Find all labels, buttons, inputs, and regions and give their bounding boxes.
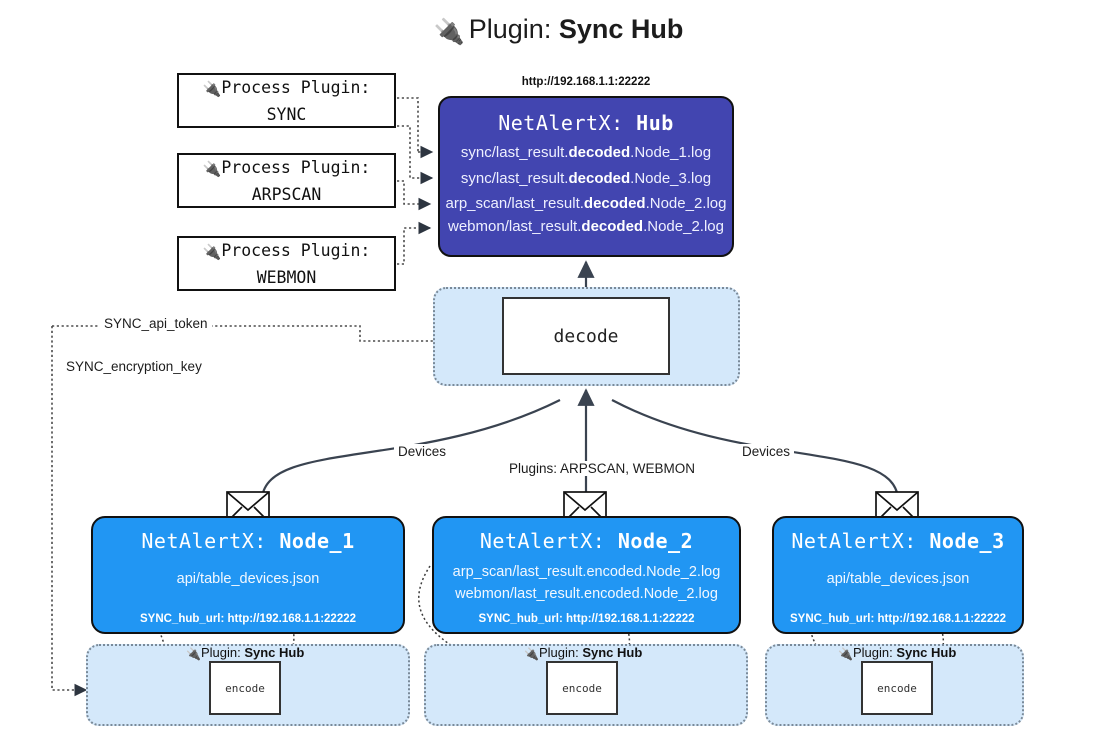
log-post: .Node_3.log (630, 170, 712, 187)
electric-plug-icon: 🔌 (838, 647, 853, 661)
label-plugins-center: Plugins: ARPSCAN, WEBMON (505, 461, 700, 476)
node-1[interactable]: NetAlertX: Node_1 api/table_devices.json… (91, 516, 405, 634)
process-plugin-name: SYNC (266, 104, 307, 124)
log-mid: decoded (581, 218, 644, 235)
electric-plug-icon: 🔌 (202, 79, 222, 98)
decode-box[interactable]: decode (502, 297, 670, 375)
page-title: 🔌Plugin: Sync Hub (0, 14, 1117, 47)
log-mid: decoded (568, 144, 631, 161)
process-plugin-arpscan[interactable]: 🔌Process Plugin: ARPSCAN (177, 153, 396, 208)
node-footer: SYNC_hub_url: http://192.168.1.1:22222 (789, 613, 1007, 625)
encode-box-node-1[interactable]: encode (209, 661, 281, 715)
encode-plugin-label-node-1: 🔌Plugin: Sync Hub (186, 645, 304, 661)
log-post: .Node_2.log (645, 195, 727, 212)
node-line: api/table_devices.json (176, 571, 320, 587)
plugin-name: Sync Hub (244, 645, 305, 660)
process-plugin-label: Process Plugin: (221, 157, 371, 177)
process-plugin-name: WEBMON (256, 267, 317, 287)
plugin-prefix: Plugin: (538, 645, 579, 660)
edge-encryption-key-to-bands (51, 369, 88, 697)
node-title: NetAlertX: Node_2 (434, 529, 739, 553)
edge-sync-to-log1 (397, 97, 419, 152)
hub-title-name: Hub (636, 111, 674, 135)
label-devices-right: Devices (738, 444, 795, 459)
process-plugin-webmon[interactable]: 🔌Process Plugin: WEBMON (177, 236, 396, 291)
node-title-name: Node_3 (929, 529, 1005, 553)
log-post: .Node_1.log (630, 144, 712, 161)
edge-webmon-to-log4 (397, 221, 432, 265)
process-plugin-label: Process Plugin: (221, 240, 371, 260)
process-plugin-label: Process Plugin: (221, 77, 371, 97)
electric-plug-icon: 🔌 (202, 159, 222, 178)
hub-log-4: webmon/last_result.decoded.Node_2.log (440, 218, 732, 235)
log-pre: arp_scan/last_result. (445, 195, 584, 212)
node-line: arp_scan/last_result.encoded.Node_2.log (452, 564, 721, 580)
encode-plugin-label-node-3: 🔌Plugin: Sync Hub (838, 645, 956, 661)
hub-url-label: http://192.168.1.1:22222 (521, 76, 651, 88)
process-plugin-name: ARPSCAN (251, 184, 322, 204)
node-footer: SYNC_hub_url: http://192.168.1.1:22222 (139, 613, 357, 625)
log-pre: webmon/last_result. (448, 218, 582, 235)
node-footer: SYNC_hub_url: http://192.168.1.1:22222 (478, 613, 695, 625)
node-3[interactable]: NetAlertX: Node_3 api/table_devices.json… (772, 516, 1024, 634)
node-title-prefix: NetAlertX: (479, 529, 606, 553)
electric-plug-icon: 🔌 (202, 242, 222, 261)
node-title: NetAlertX: Node_3 (774, 529, 1022, 553)
encode-box-node-3[interactable]: encode (861, 661, 933, 715)
process-plugin-sync[interactable]: 🔌Process Plugin: SYNC (177, 73, 396, 128)
plugin-name: Sync Hub (896, 645, 957, 660)
plugin-prefix: Plugin: (852, 645, 893, 660)
plugin-prefix: Plugin: (200, 645, 241, 660)
label-sync-encryption-key: SYNC_encryption_key (62, 359, 206, 374)
log-pre: sync/last_result. (460, 170, 569, 187)
node-title-name: Node_1 (279, 529, 355, 553)
hub-log-3: arp_scan/last_result.decoded.Node_2.log (440, 195, 732, 212)
electric-plug-icon: 🔌 (186, 647, 201, 661)
node-line: webmon/last_result.encoded.Node_2.log (455, 586, 718, 602)
electric-plug-icon: 🔌 (433, 18, 465, 46)
hub-node[interactable]: NetAlertX: Hub sync/last_result.decoded.… (438, 96, 734, 257)
electric-plug-icon: 🔌 (524, 647, 539, 661)
hub-title: NetAlertX: Hub (440, 111, 732, 135)
log-post: .Node_2.log (643, 218, 724, 235)
title-prefix: Plugin: (468, 14, 552, 44)
node-title-name: Node_2 (617, 529, 694, 553)
label-devices-left: Devices (394, 444, 451, 459)
label-sync-api-token: SYNC_api_token (100, 316, 212, 331)
node-title: NetAlertX: Node_1 (93, 529, 403, 553)
node-line: api/table_devices.json (826, 571, 970, 587)
log-pre: sync/last_result. (460, 144, 569, 161)
log-mid: decoded (568, 170, 631, 187)
node-title-prefix: NetAlertX: (791, 529, 917, 553)
title-name: Sync Hub (558, 14, 684, 44)
plugin-name: Sync Hub (582, 645, 643, 660)
encode-box-node-2[interactable]: encode (546, 661, 618, 715)
hub-title-prefix: NetAlertX: (498, 111, 624, 135)
edge-arpscan-to-log3 (397, 180, 432, 211)
log-mid: decoded (583, 195, 646, 212)
hub-log-2: sync/last_result.decoded.Node_3.log (440, 170, 732, 187)
hub-log-1: sync/last_result.decoded.Node_1.log (440, 144, 732, 161)
node-title-prefix: NetAlertX: (141, 529, 267, 553)
node-2[interactable]: NetAlertX: Node_2 arp_scan/last_result.e… (432, 516, 741, 634)
encode-plugin-label-node-2: 🔌Plugin: Sync Hub (524, 645, 642, 661)
edge-sync-to-log2 (397, 125, 434, 185)
